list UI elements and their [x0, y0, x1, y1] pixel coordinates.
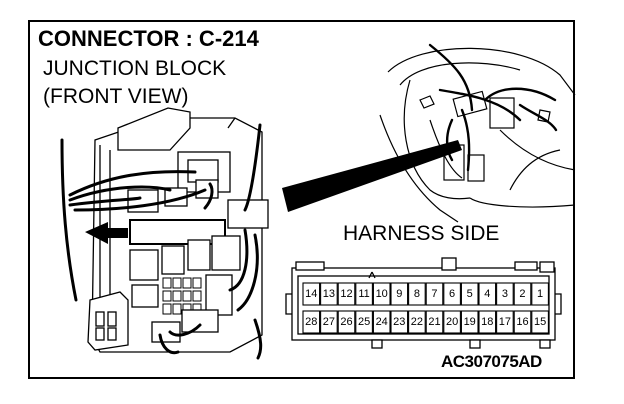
junction-wires — [60, 123, 263, 360]
pin-bottom-22: 22 — [410, 316, 424, 328]
pin-top-11: 11 — [358, 288, 370, 300]
pin-bottom-20: 20 — [445, 316, 459, 328]
pin-bottom-18: 18 — [481, 316, 494, 328]
connector-pin-cavity — [443, 282, 461, 306]
pin-top-9: 9 — [396, 288, 403, 300]
figure-code: AC307075AD — [441, 352, 542, 371]
pin-top-14: 14 — [305, 288, 318, 300]
pin-bottom-17: 17 — [498, 316, 512, 328]
connector-pin-cavity — [425, 282, 444, 306]
pin-bottom-26: 26 — [340, 316, 353, 328]
pin-top-6: 6 — [449, 288, 456, 300]
connector-pin-cavity — [302, 282, 321, 306]
connector-pin-cavity — [460, 282, 479, 306]
connector-pin-cavity — [478, 282, 497, 306]
dashboard-illustration — [379, 47, 576, 223]
connector-pin-cavity — [390, 282, 409, 306]
pin-top-3: 3 — [501, 288, 508, 300]
pin-bottom-27: 27 — [322, 316, 336, 328]
pin-top-8: 8 — [413, 288, 420, 300]
connector-pin-cavity — [443, 310, 461, 334]
connector-pin-cavity — [372, 282, 391, 306]
connector-pin-cavity — [513, 310, 532, 334]
leader-wedge — [282, 140, 462, 212]
pin-bottom-19: 19 — [463, 316, 476, 328]
connector-pin-cavity — [408, 310, 426, 334]
connector-pin-cavity — [372, 310, 391, 334]
harness-side-label: HARNESS SIDE — [343, 222, 500, 245]
pin-bottom-24: 24 — [375, 316, 388, 328]
pin-top-2: 2 — [519, 288, 526, 300]
connector-pin-cavity — [531, 310, 549, 334]
pin-top-10: 10 — [375, 288, 388, 300]
junction-block-label: JUNCTION BLOCK — [43, 57, 227, 80]
connector-pin-cavity — [496, 310, 514, 334]
pin-bottom-15: 15 — [533, 316, 547, 328]
connector-pin-cavity — [531, 282, 549, 306]
connector-pin-cells — [302, 282, 549, 334]
connector-pin-cavity — [425, 310, 444, 334]
pin-top-13: 13 — [322, 288, 336, 300]
pin-bottom-28: 28 — [305, 316, 318, 328]
connector-pin-cavity — [355, 310, 373, 334]
pin-top-12: 12 — [340, 288, 353, 300]
pin-bottom-23: 23 — [393, 316, 406, 328]
pin-top-4: 4 — [484, 288, 491, 300]
connector-pin-cavity — [513, 282, 532, 306]
pin-bottom-21: 21 — [428, 316, 441, 328]
pin-bottom-25: 25 — [357, 316, 371, 328]
connector-pin-cavity — [337, 282, 356, 306]
connector-pin-cavity — [320, 282, 338, 306]
pin-top-5: 5 — [466, 288, 473, 300]
connector-title: CONNECTOR : C-214 — [38, 26, 259, 51]
front-view-label: (FRONT VIEW) — [43, 85, 189, 108]
dashboard-wires — [428, 43, 558, 172]
pin-top-1: 1 — [537, 288, 544, 300]
connector-pin-cavity — [408, 282, 426, 306]
pin-bottom-16: 16 — [516, 316, 529, 328]
connector-pin-cavity — [390, 310, 409, 334]
connector-pin-cavity — [478, 310, 497, 334]
pin-top-7: 7 — [431, 288, 438, 300]
connector-pin-cavity — [337, 310, 356, 334]
connector-pin-cavity — [320, 310, 338, 334]
connector-pin-cavity — [496, 282, 514, 306]
pointer-arrow — [85, 222, 128, 244]
connector-pin-cavity — [355, 282, 373, 306]
connector-pin-cavity — [302, 310, 321, 334]
connector-pin-cavity — [460, 310, 479, 334]
